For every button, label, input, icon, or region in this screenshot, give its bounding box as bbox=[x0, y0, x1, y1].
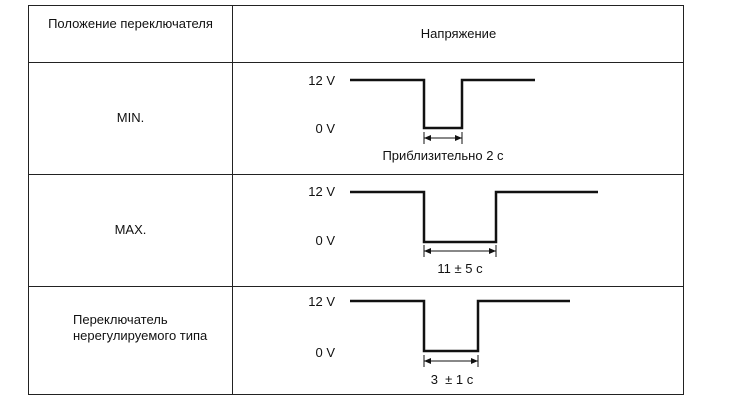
row-divider bbox=[29, 286, 683, 287]
arrow-head bbox=[424, 135, 431, 141]
header-switch-position: Положение переключателя bbox=[48, 16, 213, 31]
arrow-head bbox=[455, 135, 462, 141]
high-voltage-label: 12 V bbox=[308, 73, 335, 88]
column-divider bbox=[232, 6, 233, 394]
low-voltage-label: 0 V bbox=[315, 345, 335, 360]
row-label-min: MIN. bbox=[116, 110, 145, 125]
waveform-nonadjustable: 12 V 0 V 3 ± 1 с bbox=[308, 294, 570, 387]
waveform-min: 12 V 0 V Приблизительно 2 с bbox=[308, 73, 535, 163]
high-voltage-label: 12 V bbox=[308, 294, 335, 309]
high-voltage-label: 12 V bbox=[308, 184, 335, 199]
header-voltage: Напряжение bbox=[420, 26, 497, 41]
arrow-head bbox=[424, 248, 431, 254]
duration-label: 3 ± 1 с bbox=[431, 372, 474, 387]
row-label-max: MAX. bbox=[114, 222, 147, 237]
pulse-waveform bbox=[350, 299, 570, 353]
duration-label: 11 ± 5 с bbox=[437, 261, 483, 276]
low-voltage-label: 0 V bbox=[315, 233, 335, 248]
voltage-table: Положение переключателя Напряжение MIN. … bbox=[28, 5, 684, 395]
pulse-waveform bbox=[350, 190, 598, 244]
pulse-waveform bbox=[350, 78, 535, 130]
arrow-head bbox=[489, 248, 496, 254]
duration-label: Приблизительно 2 с bbox=[382, 148, 504, 163]
header-divider bbox=[29, 62, 683, 63]
row-label-nonadjustable: Переключатель нерегулируемого типа bbox=[73, 312, 208, 343]
arrow-head bbox=[471, 358, 478, 364]
low-voltage-label: 0 V bbox=[315, 121, 335, 136]
arrow-head bbox=[424, 358, 431, 364]
waveform-max: 12 V 0 V 11 ± 5 с bbox=[308, 184, 598, 276]
row-divider bbox=[29, 174, 683, 175]
